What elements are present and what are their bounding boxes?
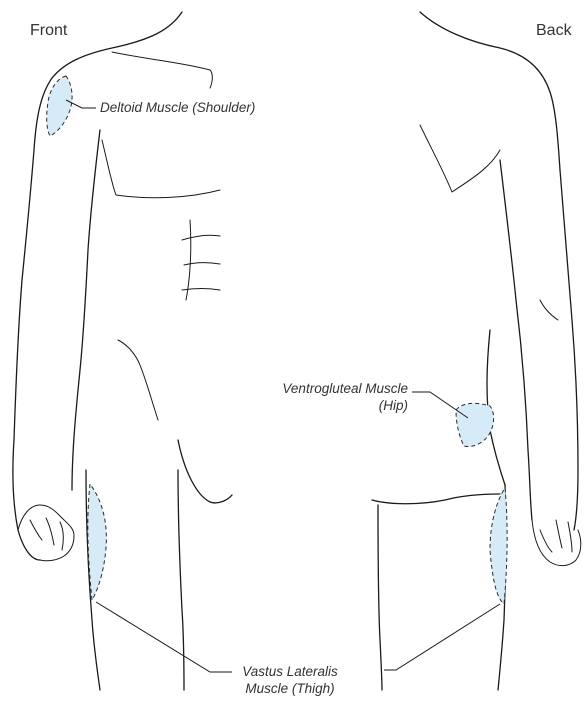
back-shoulder-blade [420, 125, 500, 192]
vastus-lateralis-region-back [490, 488, 507, 604]
front-inner-arm [72, 130, 100, 490]
ventrogluteal-callout-line2: (Hip) [246, 397, 408, 414]
back-buttock [372, 494, 500, 504]
deltoid-callout: Deltoid Muscle (Shoulder) [100, 99, 255, 116]
vastus-lateralis-region-front [88, 484, 107, 600]
front-groin [178, 440, 232, 503]
back-elbow [540, 300, 558, 320]
front-chest [102, 140, 220, 198]
front-neck-line [52, 12, 182, 78]
front-outer-arm [13, 78, 52, 560]
front-view-label: Front [30, 22, 67, 40]
vastus-leader-back [384, 604, 500, 670]
back-hand [532, 520, 581, 566]
front-hand [18, 505, 74, 561]
vastus-callout-line2: Muscle (Thigh) [200, 680, 380, 697]
deltoid-region [47, 76, 72, 136]
front-inner-leg [178, 470, 184, 690]
back-outer-arm [560, 170, 578, 530]
ventrogluteal-callout-line1: Ventrogluteal Muscle [246, 380, 408, 397]
ventrogluteal-region [456, 403, 494, 446]
back-inner-arm [500, 160, 532, 520]
vastus-leader-front [96, 602, 232, 672]
back-view-label: Back [536, 22, 572, 40]
vastus-callout-line1: Vastus Lateralis [200, 663, 380, 680]
front-abs [182, 220, 220, 300]
back-figure [372, 12, 581, 690]
front-collarbone [112, 52, 212, 88]
front-torso-side [118, 340, 158, 420]
